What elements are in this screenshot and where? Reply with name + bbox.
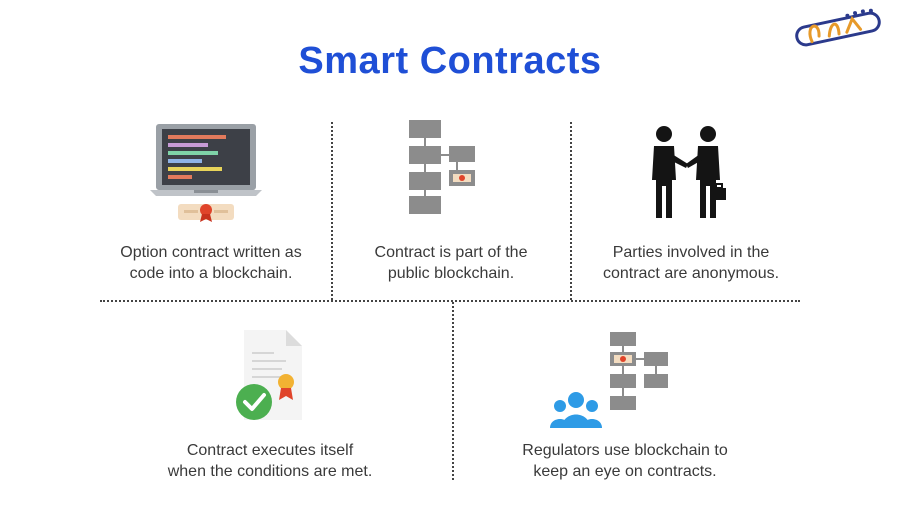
caption-2: Contract is part of the public blockchai… <box>374 244 528 282</box>
divider-vertical-3 <box>452 302 454 480</box>
brand-logo <box>795 8 881 47</box>
document-check-icon <box>236 330 302 420</box>
caption-1: Option contract written as code into a b… <box>120 244 302 282</box>
certificate-icon <box>178 204 234 222</box>
caption-3: Parties involved in the contract are ano… <box>602 244 780 282</box>
caption-5: Regulators use blockchain to keep an eye… <box>522 442 728 480</box>
regulators-blockchain-icon <box>550 332 668 428</box>
caption-4: Contract executes itself when the condit… <box>167 442 373 480</box>
divider-vertical-1 <box>331 122 333 300</box>
page-title: Smart Contracts <box>298 40 602 82</box>
blockchain-icon <box>409 120 475 214</box>
laptop-code-icon <box>150 124 262 196</box>
handshake-people-icon <box>652 126 726 218</box>
divider-vertical-2 <box>570 122 572 300</box>
divider-horizontal <box>100 300 800 302</box>
